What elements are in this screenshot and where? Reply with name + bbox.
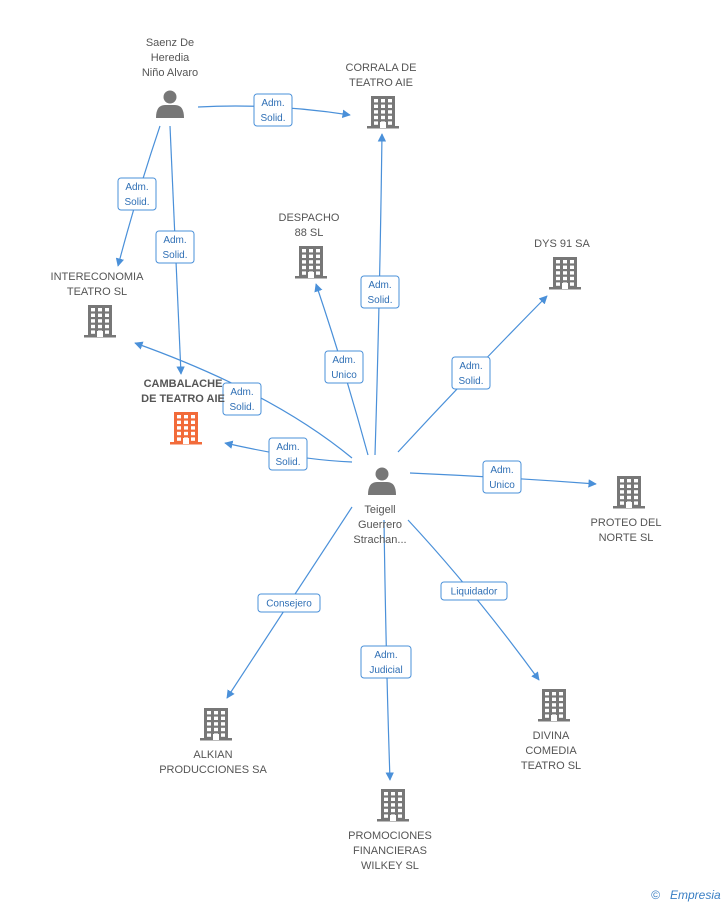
- relation-badge-box: [440, 581, 508, 601]
- node-teigell[interactable]: TeigellGuerreroStrachan...: [353, 467, 407, 547]
- node-label: PROTEO DEL: [591, 517, 662, 529]
- node-label: NORTE SL: [599, 532, 654, 544]
- relation-badge-box: [117, 177, 157, 211]
- node-label: PRODUCCIONES SA: [159, 764, 267, 776]
- relation-badge-label: Adm.: [332, 355, 355, 366]
- relation-badge[interactable]: Adm. Solid.: [360, 275, 400, 309]
- relation-badge-box: [222, 382, 262, 416]
- building-icon: [613, 476, 645, 509]
- node-label: ALKIAN: [193, 749, 232, 761]
- copyright-icon: ©: [651, 888, 660, 902]
- node-corrala[interactable]: CORRALA DE TEATRO AIE: [346, 62, 417, 129]
- person-icon: [368, 467, 396, 495]
- relation-badge-label: Solid.: [458, 376, 483, 387]
- building-icon: [170, 412, 202, 445]
- badges-layer: Adm. Solid. Adm. Solid. Adm. Solid. Adm. Solid.…: [117, 93, 522, 679]
- relation-badge-label: Solid.: [260, 113, 285, 124]
- node-label: TEATRO AIE: [349, 77, 413, 89]
- relation-badge-box: [257, 593, 321, 613]
- footer-brand[interactable]: © Empresia: [651, 888, 721, 902]
- node-label: PROMOCIONES: [348, 830, 432, 842]
- relation-badge[interactable]: Adm. Solid.: [268, 437, 308, 471]
- relation-badge-box: [360, 645, 412, 679]
- node-label: Guerrero: [358, 519, 402, 531]
- node-label: DE TEATRO AIE: [141, 393, 225, 405]
- node-label: COMEDIA: [525, 745, 577, 757]
- node-intereconomia[interactable]: INTERECONOMIA TEATRO SL: [51, 271, 145, 338]
- node-label: DESPACHO: [279, 212, 340, 224]
- node-label: CAMBALACHE: [144, 378, 223, 390]
- relation-badge[interactable]: Adm. Solid.: [222, 382, 262, 416]
- relation-badge[interactable]: Consejero: [257, 593, 321, 613]
- relation-badge-box: [155, 230, 195, 264]
- node-label: Strachan...: [353, 534, 406, 546]
- relation-badge-label: Adm.: [230, 387, 253, 398]
- relation-badge-label: Adm.: [374, 650, 397, 661]
- node-label: FINANCIERAS: [353, 845, 427, 857]
- relation-badge-label: Solid.: [124, 197, 149, 208]
- node-label: INTERECONOMIA: [51, 271, 145, 283]
- building-icon: [200, 708, 232, 741]
- node-label: Saenz De: [146, 37, 194, 49]
- building-icon: [549, 257, 581, 290]
- node-alkian[interactable]: ALKIAN PRODUCCIONES SA: [159, 708, 267, 776]
- relation-badge-label: Unico: [331, 370, 357, 381]
- relation-badge-label: Adm.: [125, 182, 148, 193]
- node-label: DIVINA: [533, 730, 570, 742]
- node-label: Niño Alvaro: [142, 67, 198, 79]
- relation-badge[interactable]: Adm. Unico: [482, 460, 522, 494]
- relation-badge-label: Solid.: [229, 402, 254, 413]
- building-icon: [84, 305, 116, 338]
- node-label: TEATRO SL: [521, 760, 581, 772]
- relation-badge[interactable]: Adm. Solid.: [451, 356, 491, 390]
- relation-badge-label: Unico: [489, 480, 515, 491]
- relation-badge-label: Adm.: [459, 361, 482, 372]
- relation-badge-box: [268, 437, 308, 471]
- relation-badge[interactable]: Liquidador: [440, 581, 508, 601]
- relation-badge-label: Adm.: [490, 465, 513, 476]
- relation-badge-label: Adm.: [276, 442, 299, 453]
- building-icon: [367, 96, 399, 129]
- relation-badge[interactable]: Adm. Solid.: [253, 93, 293, 127]
- relation-badge-label: Adm.: [261, 98, 284, 109]
- node-label: Heredia: [151, 52, 190, 64]
- building-icon: [295, 246, 327, 279]
- node-dys[interactable]: DYS 91 SA: [534, 238, 590, 290]
- node-despacho[interactable]: DESPACHO 88 SL: [279, 212, 340, 279]
- person-icon: [156, 90, 184, 118]
- relation-badge-label: Adm.: [163, 235, 186, 246]
- relation-badge-box: [482, 460, 522, 494]
- relation-badge-label: Solid.: [275, 457, 300, 468]
- node-label: TEATRO SL: [67, 286, 127, 298]
- relation-badge-label: Judicial: [369, 665, 402, 676]
- building-icon: [377, 789, 409, 822]
- brand-logo: Empresia: [670, 888, 721, 902]
- relation-badge-label: Solid.: [367, 295, 392, 306]
- node-label: CORRALA DE: [346, 62, 417, 74]
- node-label: 88 SL: [295, 227, 324, 239]
- relation-badge-label: Solid.: [162, 250, 187, 261]
- node-divina[interactable]: DIVINA COMEDIA TEATRO SL: [521, 689, 581, 772]
- node-label: WILKEY SL: [361, 860, 419, 872]
- node-cambalache[interactable]: CAMBALACHE DE TEATRO AIE: [141, 378, 225, 445]
- node-label: DYS 91 SA: [534, 238, 590, 250]
- relation-badge-label: Adm.: [368, 280, 391, 291]
- building-icon: [538, 689, 570, 722]
- relation-badge[interactable]: Adm. Solid.: [155, 230, 195, 264]
- relation-badge[interactable]: Adm. Unico: [324, 350, 364, 384]
- relation-badge[interactable]: Adm. Solid.: [117, 177, 157, 211]
- relation-badge-label: Liquidador: [451, 587, 498, 598]
- relation-badge-label: Consejero: [266, 599, 312, 610]
- node-label: Teigell: [364, 504, 395, 516]
- node-promociones[interactable]: PROMOCIONES FINANCIERAS WILKEY SL: [348, 789, 432, 872]
- relation-badge-box: [360, 275, 400, 309]
- relation-badge-box: [253, 93, 293, 127]
- relation-badge-box: [451, 356, 491, 390]
- relation-badge-box: [324, 350, 364, 384]
- node-proteo[interactable]: PROTEO DEL NORTE SL: [591, 476, 662, 544]
- relation-badge[interactable]: Adm. Judicial: [360, 645, 412, 679]
